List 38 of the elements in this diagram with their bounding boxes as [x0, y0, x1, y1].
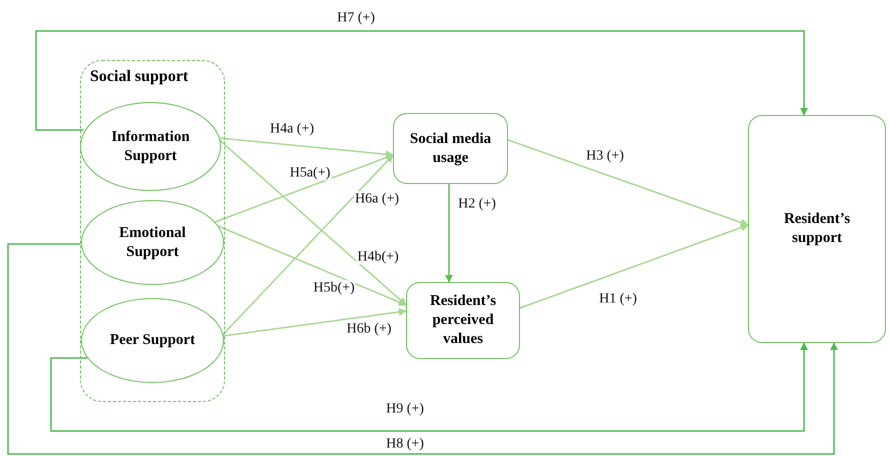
arrow: [445, 184, 453, 283]
edge-label: H5b(+): [312, 280, 356, 296]
arrow: [218, 139, 407, 306]
arrow: [214, 154, 394, 223]
group-box: [80, 60, 225, 402]
edge-label: H1 (+): [598, 291, 638, 307]
arrow: [218, 225, 407, 306]
arrow: [222, 154, 394, 336]
construct-box: [406, 282, 520, 359]
construct-label: Information Support: [110, 128, 191, 166]
edge-label: H9 (+): [385, 401, 425, 417]
construct-label: Peer Support: [108, 331, 196, 350]
edge-label: H7 (+): [336, 10, 376, 26]
construct-label: Emotional Support: [118, 224, 187, 262]
construct-ellipse: [80, 102, 221, 191]
edge-label: H2 (+): [457, 196, 497, 212]
edge-label: H3 (+): [585, 148, 625, 164]
arrow: [520, 224, 749, 309]
arrow: [7, 243, 838, 455]
edge-label: H6b (+): [346, 321, 392, 337]
edge-label: H6a (+): [354, 191, 400, 207]
edge-label: H8 (+): [385, 436, 425, 452]
edge-label: H5a(+): [288, 165, 332, 181]
construct-box: [393, 113, 508, 184]
arrow: [508, 139, 749, 226]
edge-label: H4a (+): [268, 121, 316, 137]
construct-box: [748, 115, 886, 343]
construct-label: Resident’s perceived values: [428, 292, 498, 349]
construct-ellipse: [81, 200, 224, 285]
group-heading: Social support: [90, 67, 188, 87]
arrow: [35, 30, 808, 131]
construct-label: Social media usage: [408, 130, 492, 168]
arrow: [222, 308, 407, 337]
construct-ellipse: [81, 298, 224, 383]
edge-label: H4b(+): [356, 249, 400, 265]
arrow: [218, 137, 394, 158]
construct-label: Resident’s support: [782, 210, 852, 248]
arrow: [50, 342, 808, 432]
